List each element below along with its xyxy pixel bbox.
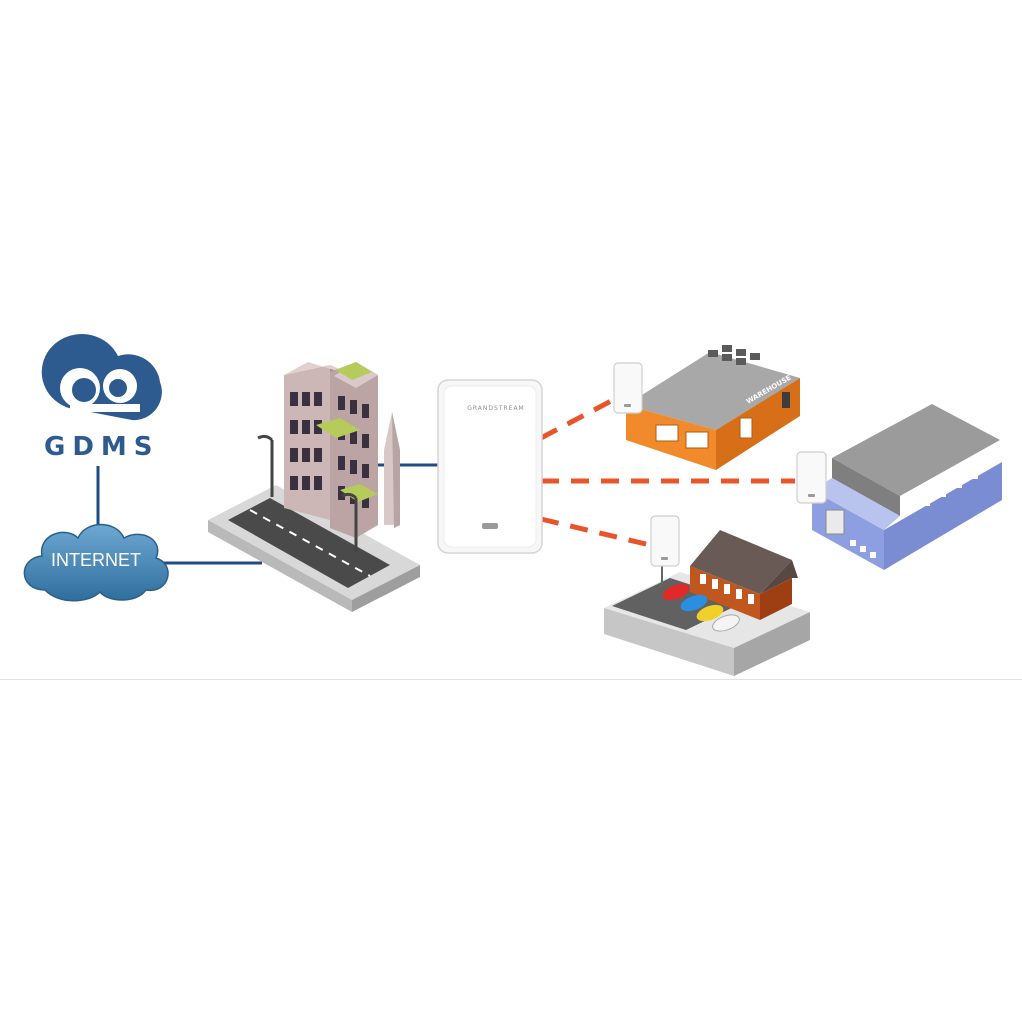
restaurant [604,530,810,676]
access-point-purple-warehouse-icon [796,451,827,504]
orange-warehouse [626,345,800,470]
wireless-links [539,397,795,548]
divider-line [0,679,1022,680]
gdms-logo-text: GDMS [44,432,160,462]
main-access-point-icon [437,379,543,554]
link-ap-orange-warehouse [539,397,615,441]
access-point-restaurant-icon [650,515,680,567]
internet-label: INTERNET [51,550,141,570]
ap-brand-text: GRANDSTREAM [467,405,525,412]
office-building [208,362,420,612]
access-point-orange-warehouse-icon [613,362,643,414]
internet-cloud-icon [23,523,169,602]
gdms-logo-icon [41,334,162,421]
purple-warehouse [812,404,1002,570]
link-ap-restaurant [540,516,651,548]
